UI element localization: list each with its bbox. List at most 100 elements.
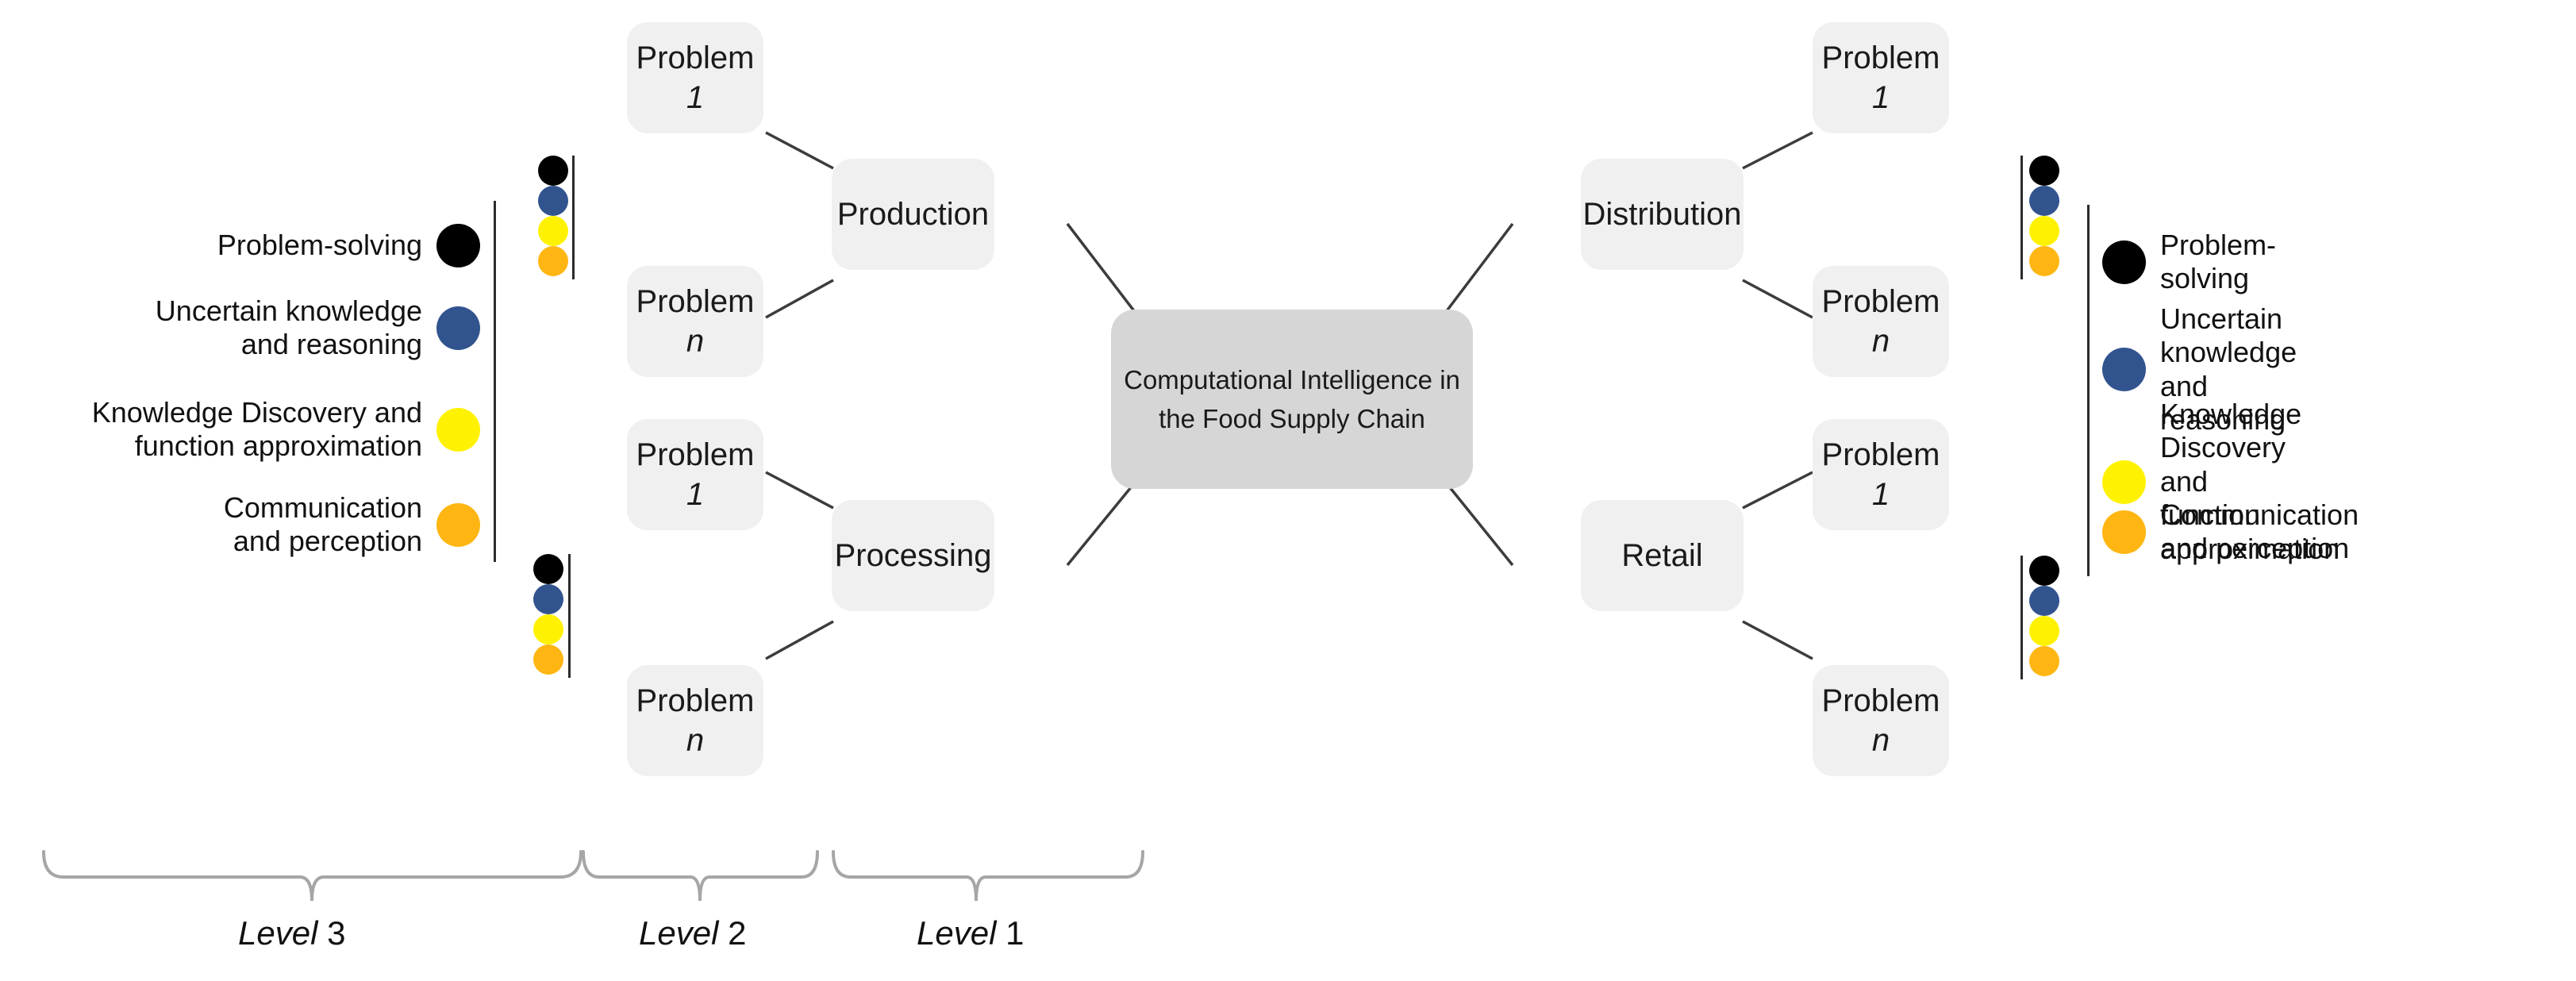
cluster-dot-problem-solving	[2029, 556, 2059, 586]
legend-color-swatch-problem-solving	[2102, 240, 2146, 284]
problem-prefix: Problem	[636, 284, 755, 319]
legend-color-swatch-communication	[436, 502, 480, 547]
cluster-dot-uncertain-knowledge	[538, 186, 568, 216]
legend-color-swatch-knowledge-discovery	[436, 407, 480, 452]
cluster-dot-communication	[2029, 646, 2059, 676]
stage-node-processing[interactable]: Processing	[832, 500, 994, 611]
connector-center-retail	[1444, 481, 1514, 567]
legend-label: Knowledge Discovery and function approxi…	[2160, 398, 2340, 565]
problem-index: n	[1871, 324, 1890, 359]
stage-label: Production	[836, 197, 990, 232]
connector-production-problem-1	[765, 131, 834, 170]
legend-label: Problem-solving	[217, 229, 422, 262]
level-word: Level	[639, 914, 729, 952]
stage-node-production[interactable]: Production	[832, 159, 994, 270]
connector-processing-problem-1	[765, 471, 834, 510]
cluster-dot-problem-solving	[533, 554, 563, 584]
legend-left-item-uncertain-knowledge[interactable]: Uncertain knowledge and reasoning	[48, 294, 480, 362]
cluster-dot-communication	[538, 246, 568, 276]
stage-node-distribution[interactable]: Distribution	[1581, 159, 1744, 270]
legend-left-divider	[494, 201, 496, 562]
connector-retail-problem-1	[1742, 471, 1813, 510]
level-number: 1	[1005, 914, 1025, 952]
problem-prefix: Problem	[1821, 437, 1940, 472]
problem-node-retail-1[interactable]: Problem 1	[1813, 419, 1949, 530]
problem-prefix: Problem	[1821, 284, 1940, 319]
bracket-level-3	[42, 850, 582, 902]
cluster-dot-uncertain-knowledge	[2029, 586, 2059, 616]
connector-center-production	[1066, 222, 1136, 314]
level-brackets	[42, 850, 1144, 902]
legend-left-item-problem-solving[interactable]: Problem-solving	[48, 224, 480, 267]
problem-node-processing-n[interactable]: Problem n	[627, 665, 763, 776]
stage-label: Distribution	[1582, 197, 1742, 232]
cluster-dot-uncertain-knowledge	[533, 584, 563, 614]
legend-label: Knowledge Discovery and function approxi…	[91, 396, 422, 463]
center-node-label: Computational Intelligence in the Food S…	[1124, 364, 1460, 434]
legend-color-swatch-uncertain-knowledge	[436, 306, 480, 350]
problem-prefix: Problem	[636, 683, 755, 718]
legend-label: Uncertain knowledge and reasoning	[2160, 302, 2297, 437]
dot-cluster-distribution-divider	[2020, 156, 2023, 279]
problem-node-distribution-1[interactable]: Problem 1	[1813, 22, 1949, 133]
stage-node-retail[interactable]: Retail	[1581, 500, 1744, 611]
legend-right-divider	[2087, 205, 2090, 576]
dot-cluster-production-divider	[572, 156, 575, 279]
dot-cluster-processing-divider	[568, 554, 571, 678]
problem-node-production-n[interactable]: Problem n	[627, 266, 763, 377]
bracket-level-1	[832, 850, 1144, 902]
level-label-3: Level 3	[238, 914, 345, 952]
legend-right-item-problem-solving[interactable]: Problem-solving	[2102, 229, 2276, 296]
connector-production-problem-n	[765, 279, 834, 319]
cluster-dot-knowledge-discovery	[533, 614, 563, 644]
cluster-dot-uncertain-knowledge	[2029, 186, 2059, 216]
problem-index: 1	[1871, 477, 1890, 512]
legend-color-swatch-communication	[2102, 510, 2146, 554]
problem-node-retail-n[interactable]: Problem n	[1813, 665, 1949, 776]
connector-retail-problem-n	[1742, 620, 1813, 660]
legend-label: Problem-solving	[2160, 229, 2277, 295]
cluster-dot-problem-solving	[538, 156, 568, 186]
connector-distribution-problem-n	[1742, 279, 1813, 319]
legend-color-swatch-uncertain-knowledge	[2102, 348, 2146, 392]
cluster-dot-communication	[533, 644, 563, 675]
problem-index: n	[1871, 723, 1890, 758]
cluster-dot-problem-solving	[2029, 156, 2059, 186]
center-node[interactable]: Computational Intelligence in the Food S…	[1111, 310, 1473, 489]
legend-label: Uncertain knowledge and reasoning	[155, 294, 422, 361]
cluster-dot-knowledge-discovery	[2029, 616, 2059, 646]
problem-node-distribution-n[interactable]: Problem n	[1813, 266, 1949, 377]
connector-center-distribution	[1444, 222, 1514, 314]
legend-label: Communication and perception	[2160, 498, 2359, 565]
cluster-dot-knowledge-discovery	[2029, 216, 2059, 246]
legend-left-item-knowledge-discovery[interactable]: Knowledge Discovery and function approxi…	[16, 396, 480, 464]
cluster-dot-knowledge-discovery	[538, 216, 568, 246]
level-word: Level	[917, 914, 1006, 952]
stage-label: Processing	[834, 538, 992, 573]
stage-label: Retail	[1621, 538, 1703, 573]
level-number: 2	[728, 914, 747, 952]
legend-right-item-knowledge-discovery[interactable]: Knowledge Discovery and function approxi…	[2102, 398, 2340, 566]
level-label-1: Level 1	[917, 914, 1024, 952]
legend-right-item-uncertain-knowledge[interactable]: Uncertain knowledge and reasoning	[2102, 302, 2297, 437]
connector-processing-problem-n	[765, 620, 834, 660]
problem-prefix: Problem	[1821, 40, 1940, 75]
connector-distribution-problem-1	[1742, 131, 1813, 170]
legend-color-swatch-problem-solving	[436, 224, 480, 267]
level-word: Level	[238, 914, 328, 952]
problem-index: 1	[1871, 80, 1890, 115]
connector-center-processing	[1066, 481, 1136, 567]
legend-left-item-communication[interactable]: Communication and perception	[48, 491, 480, 559]
bracket-level-2	[582, 850, 819, 902]
problem-index: n	[686, 324, 705, 359]
cluster-dot-communication	[2029, 246, 2059, 276]
legend-right-item-communication[interactable]: Communication and perception	[2102, 498, 2359, 566]
legend-label: Communication and perception	[223, 491, 422, 558]
problem-node-processing-1[interactable]: Problem 1	[627, 419, 763, 530]
legend-color-swatch-knowledge-discovery	[2102, 460, 2146, 504]
problem-node-production-1[interactable]: Problem 1	[627, 22, 763, 133]
problem-prefix: Problem	[636, 40, 755, 75]
level-label-2: Level 2	[639, 914, 746, 952]
dot-cluster-retail-divider	[2020, 556, 2023, 679]
